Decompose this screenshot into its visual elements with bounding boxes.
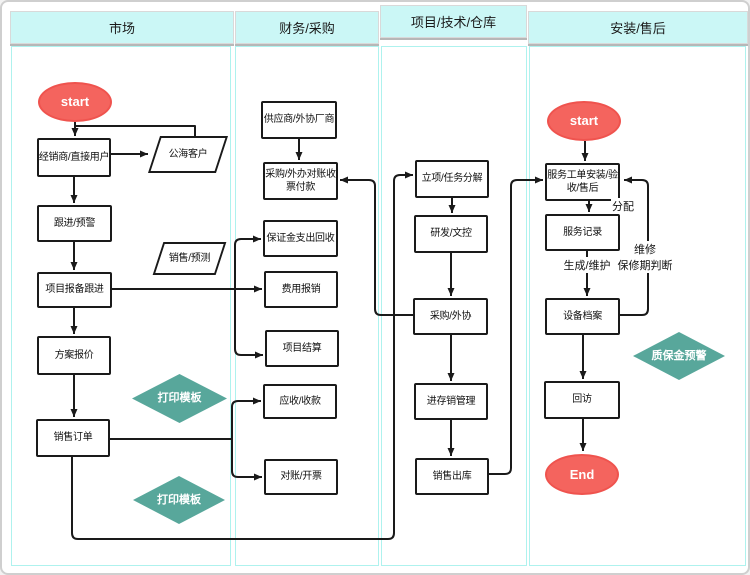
lane-header-market: 市场	[10, 11, 234, 44]
node-purchase-outsource: 采购/外协	[413, 298, 488, 335]
node-work-order: 服务工单安装/验 收/售后	[545, 163, 620, 201]
lane-title: 项目/技术/仓库	[410, 15, 497, 30]
node-service-start: start	[547, 101, 621, 141]
node-label: 保证金支出回收	[266, 232, 335, 244]
node-label: 销售/预测	[168, 252, 211, 264]
edge-label-repair: 维修	[633, 241, 657, 257]
node-deposit: 保证金支出回收	[263, 220, 338, 257]
node-receivable: 应收/收款	[263, 384, 337, 419]
node-follow-warning: 跟进/预警	[37, 205, 112, 242]
node-reconcile-invoice: 对账/开票	[264, 459, 338, 495]
node-label: 服务记录	[563, 226, 602, 238]
lane-header-finance: 财务/采购	[235, 11, 379, 44]
node-expense: 费用报销	[264, 271, 338, 308]
node-label: 经销商/直接用户	[38, 151, 110, 163]
edge-outbound-to-workorder	[489, 176, 543, 475]
edge-label-assign: 分配	[611, 198, 635, 214]
node-service-record: 服务记录	[545, 214, 620, 251]
edge-filing-to-settlement	[234, 289, 263, 359]
node-return-visit: 回访	[544, 381, 620, 419]
node-label: 服务工单安装/验 收/售后	[547, 169, 618, 195]
edge-open-sea-return	[76, 125, 196, 136]
node-label: 项目结算	[282, 342, 322, 354]
node-rd-doc: 研发/文控	[414, 215, 488, 253]
node-label: 立项/任务分解	[421, 173, 483, 185]
node-label: 应收/收款	[279, 395, 321, 407]
node-initiation: 立项/任务分解	[415, 160, 489, 198]
node-dealer: 经销商/直接用户	[37, 138, 111, 177]
node-label: 对账/开票	[280, 471, 322, 483]
node-sales-outbound: 销售出库	[415, 458, 489, 495]
node-supplier: 供应商/外协厂商	[261, 101, 337, 139]
edge-filing-to-deposit	[234, 235, 261, 289]
lane-title: 市场	[108, 21, 135, 36]
node-inventory-mgmt: 进存销管理	[414, 383, 488, 420]
node-label: 销售出库	[432, 470, 472, 482]
node-label: start	[569, 113, 599, 129]
node-label: 采购/外协	[429, 310, 472, 322]
node-label: 方案报价	[54, 349, 94, 361]
node-device-archive: 设备档案	[545, 298, 620, 335]
edge-label-generate-maintain: 生成/维护	[562, 257, 612, 273]
node-label: 费用报销	[281, 283, 321, 295]
edge-label-warranty-judge: 保修期判断	[616, 257, 674, 273]
node-label: 跟进/预警	[53, 217, 96, 229]
edge-order-to-receivable	[231, 397, 261, 439]
node-project-settlement: 项目结算	[265, 330, 339, 367]
node-service-end: End	[545, 454, 619, 495]
node-label: start	[60, 94, 90, 110]
node-label: 质保金预警	[651, 349, 707, 362]
node-label: 采购/外办对账收 票付款	[265, 168, 336, 194]
node-label: 项目报备跟进	[45, 284, 104, 296]
node-label: 供应商/外协厂商	[263, 114, 335, 126]
node-label: End	[569, 466, 595, 482]
node-label: 回访	[572, 394, 592, 406]
node-sales-forecast: 销售/预测	[152, 242, 227, 275]
node-label: 销售订单	[53, 432, 93, 444]
node-label: 公海客户	[168, 148, 208, 160]
edge-outsource-to-payment	[340, 176, 413, 316]
lane-header-service: 安装/售后	[528, 11, 748, 44]
node-purchase-payment: 采购/外办对账收 票付款	[263, 162, 338, 200]
lane-title: 财务/采购	[279, 21, 335, 36]
node-project-filing: 项目报备跟进	[37, 272, 112, 308]
lane-header-project: 项目/技术/仓库	[380, 5, 527, 38]
edge-order-to-initiation	[71, 171, 413, 540]
edge-order-to-invoice	[231, 439, 262, 481]
lane-title: 安装/售后	[610, 21, 666, 36]
node-label: 打印模板	[157, 493, 201, 506]
node-label: 研发/文控	[430, 228, 472, 240]
node-solution-quote: 方案报价	[37, 336, 111, 375]
node-open-sea: 公海客户	[147, 136, 229, 173]
node-market-start: start	[38, 82, 112, 122]
node-label: 打印模板	[157, 392, 202, 405]
node-label: 设备档案	[563, 310, 602, 322]
node-label: 进存销管理	[426, 395, 476, 407]
node-sales-order: 销售订单	[36, 419, 110, 457]
